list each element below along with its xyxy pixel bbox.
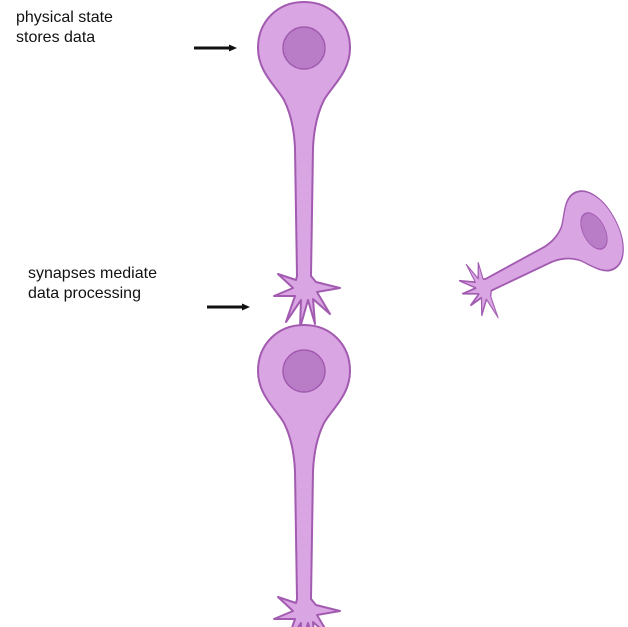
neuron-icon [258,2,350,328]
neuron-right-icon [445,182,628,335]
storage-arrow-icon [194,45,237,52]
neuron-bottom-icon [258,325,350,627]
neuron-top-icon [258,2,350,328]
neuron-icon [258,325,350,627]
synapse-arrow-icon [207,304,250,311]
neuron-icon [445,182,628,335]
